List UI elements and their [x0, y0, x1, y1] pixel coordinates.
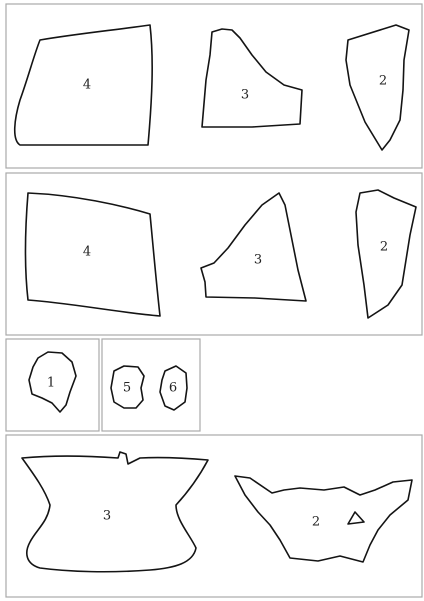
row4-piece-3-label: 3	[103, 509, 111, 524]
row1-piece-2-label: 2	[379, 74, 387, 89]
row4-piece-3: 3	[22, 452, 208, 572]
row2-piece-4-label: 4	[83, 245, 91, 260]
row3-piece-5-label: 5	[123, 381, 131, 396]
row3-piece-6-label: 6	[169, 381, 177, 396]
row2-piece-2-label: 2	[380, 240, 388, 255]
row1-piece-2: 2	[346, 25, 409, 150]
row1-piece-4: 4	[15, 25, 152, 145]
row1-piece-3-label: 3	[241, 88, 249, 103]
row1-piece-2-outline	[346, 25, 409, 150]
row4-piece-2: 2	[235, 476, 412, 562]
row4-piece-2-label: 2	[312, 515, 320, 530]
row3-piece-1-label: 1	[47, 376, 55, 391]
row1-piece-3: 3	[202, 29, 302, 127]
row2-piece-4: 4	[25, 193, 160, 316]
row2-piece-3-label: 3	[254, 253, 262, 268]
row2-piece-3: 3	[201, 193, 306, 301]
row3-piece-6: 6	[160, 366, 187, 410]
row1-piece-3-outline	[202, 29, 302, 127]
row2-piece-4-outline	[25, 193, 160, 316]
row4-piece-3-outline	[22, 452, 208, 572]
row3-piece-1: 1	[29, 352, 76, 412]
row4-piece-2-outline	[235, 476, 412, 562]
row2-piece-3-outline	[201, 193, 306, 301]
row2-piece-2: 2	[356, 190, 416, 318]
row1-piece-4-label: 4	[83, 78, 91, 93]
row3-piece-5: 5	[111, 366, 144, 408]
